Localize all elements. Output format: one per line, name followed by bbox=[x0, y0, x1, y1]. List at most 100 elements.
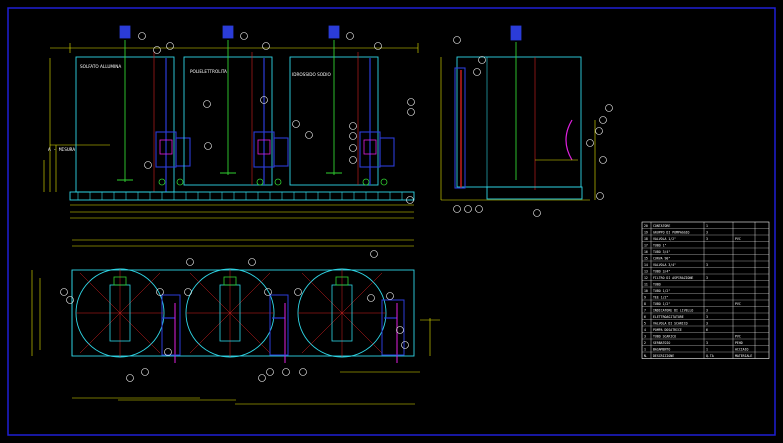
table-cell: CONTATORE bbox=[653, 224, 670, 228]
callout-balloon bbox=[478, 56, 486, 64]
callout-balloon bbox=[599, 116, 607, 124]
table-cell: 15 bbox=[644, 256, 648, 260]
valve-icon bbox=[380, 178, 388, 186]
table-cell: PVC bbox=[735, 334, 741, 338]
callout-balloon bbox=[453, 36, 461, 44]
callout-balloon bbox=[533, 209, 541, 217]
callout-balloon bbox=[386, 292, 394, 300]
tank-label-2: POLIELETTROLITA bbox=[190, 69, 227, 74]
pump-head bbox=[363, 139, 377, 155]
table-cell: TUBO bbox=[653, 282, 661, 286]
table-cell: SERBATOIO bbox=[653, 341, 670, 345]
callout-balloon bbox=[605, 104, 613, 112]
callout-balloon bbox=[299, 368, 307, 376]
table-cell: 3 bbox=[706, 237, 708, 241]
table-cell: 4 bbox=[644, 328, 646, 332]
tank-side-outline bbox=[456, 56, 582, 188]
table-cell: VALVOLA DI SCARICO bbox=[653, 321, 688, 325]
valve-icon bbox=[158, 178, 166, 186]
table-cell: 17 bbox=[644, 243, 648, 247]
callout-balloon bbox=[264, 288, 272, 296]
table-cell: 14 bbox=[644, 263, 648, 267]
table-cell: VALVOLA 1/2" bbox=[653, 237, 676, 241]
motor-plan bbox=[223, 276, 237, 286]
callout-balloon bbox=[203, 100, 211, 108]
valve-icon bbox=[274, 178, 282, 186]
table-cell: 2 bbox=[644, 341, 646, 345]
dosing-pump bbox=[175, 137, 191, 167]
callout-balloon bbox=[599, 156, 607, 164]
valve-icon bbox=[176, 178, 184, 186]
table-cell: 16 bbox=[644, 250, 648, 254]
pump-plan bbox=[269, 294, 289, 356]
callout-balloon bbox=[186, 258, 194, 266]
valve-icon bbox=[256, 178, 264, 186]
pump-plan bbox=[381, 299, 405, 356]
table-cell: PVC bbox=[735, 302, 741, 306]
table-header-cell: MATERIALE bbox=[735, 354, 752, 358]
callout-balloon bbox=[204, 142, 212, 150]
drawing-frame bbox=[7, 7, 776, 436]
agitator-motor bbox=[328, 25, 340, 39]
table-cell: 1 bbox=[706, 224, 708, 228]
table-cell: 3 bbox=[706, 341, 708, 345]
table-cell: 6 bbox=[706, 328, 708, 332]
table-cell: 3 bbox=[706, 321, 708, 325]
centerline bbox=[301, 272, 383, 354]
callout-balloon bbox=[349, 156, 357, 164]
tank-label-1: SOLFATO ALLUMINA bbox=[80, 64, 121, 69]
table-cell: POMPA DOSATRICE bbox=[653, 328, 682, 332]
callout-balloon bbox=[464, 205, 472, 213]
table-cell: 10 bbox=[644, 289, 648, 293]
callout-balloon bbox=[66, 296, 74, 304]
callout-balloon bbox=[166, 42, 174, 50]
callout-balloon bbox=[156, 288, 164, 296]
callout-balloon bbox=[153, 46, 161, 54]
callout-balloon bbox=[407, 98, 415, 106]
callout-balloon bbox=[349, 144, 357, 152]
callout-balloon bbox=[346, 32, 354, 40]
callout-balloon bbox=[141, 368, 149, 376]
callout-balloon bbox=[184, 288, 192, 296]
table-header-cell: N. bbox=[644, 354, 648, 358]
pump-head bbox=[257, 139, 271, 155]
callout-balloon bbox=[305, 131, 313, 139]
callout-balloon bbox=[164, 348, 172, 356]
table-cell: 3 bbox=[706, 230, 708, 234]
centerline bbox=[189, 272, 271, 354]
base-frame bbox=[69, 191, 415, 201]
table-cell: CURVA 90" bbox=[653, 256, 670, 260]
dosing-pump bbox=[273, 137, 289, 167]
table-cell: TUBO 1" bbox=[653, 243, 667, 247]
tank-label-3: IDROSSIDO SODIO bbox=[292, 72, 331, 77]
callout-balloon bbox=[60, 288, 68, 296]
table-cell: VALVOLA 3/4" bbox=[653, 263, 676, 267]
callout-balloon bbox=[406, 196, 414, 204]
centerline bbox=[79, 272, 161, 354]
table-cell: PEHD bbox=[735, 341, 743, 345]
callout-balloon bbox=[596, 192, 604, 200]
callout-balloon bbox=[126, 374, 134, 382]
callout-balloon bbox=[595, 127, 603, 135]
hose bbox=[565, 119, 573, 161]
callout-balloon bbox=[240, 32, 248, 40]
callout-balloon bbox=[282, 368, 290, 376]
table-cell: 9 bbox=[644, 295, 646, 299]
table-cell: 3 bbox=[706, 315, 708, 319]
valve-icon bbox=[362, 178, 370, 186]
table-cell: TUBO SCARICO bbox=[653, 334, 676, 338]
table-cell: PVC bbox=[735, 237, 741, 241]
table-cell: 1 bbox=[706, 347, 708, 351]
agitator-motor bbox=[222, 25, 234, 39]
table-cell: 7 bbox=[644, 308, 646, 312]
motor-plan bbox=[335, 276, 349, 286]
table-cell: 13 bbox=[644, 269, 648, 273]
callout-balloon bbox=[407, 108, 415, 116]
callout-balloon bbox=[292, 120, 300, 128]
callout-balloon bbox=[258, 374, 266, 382]
table-border bbox=[641, 221, 770, 359]
table-cell: 20 bbox=[644, 224, 648, 228]
section-label: A - MISURA bbox=[48, 147, 75, 153]
table-cell: GRUPPO DI POMPAGGIO bbox=[653, 230, 690, 234]
